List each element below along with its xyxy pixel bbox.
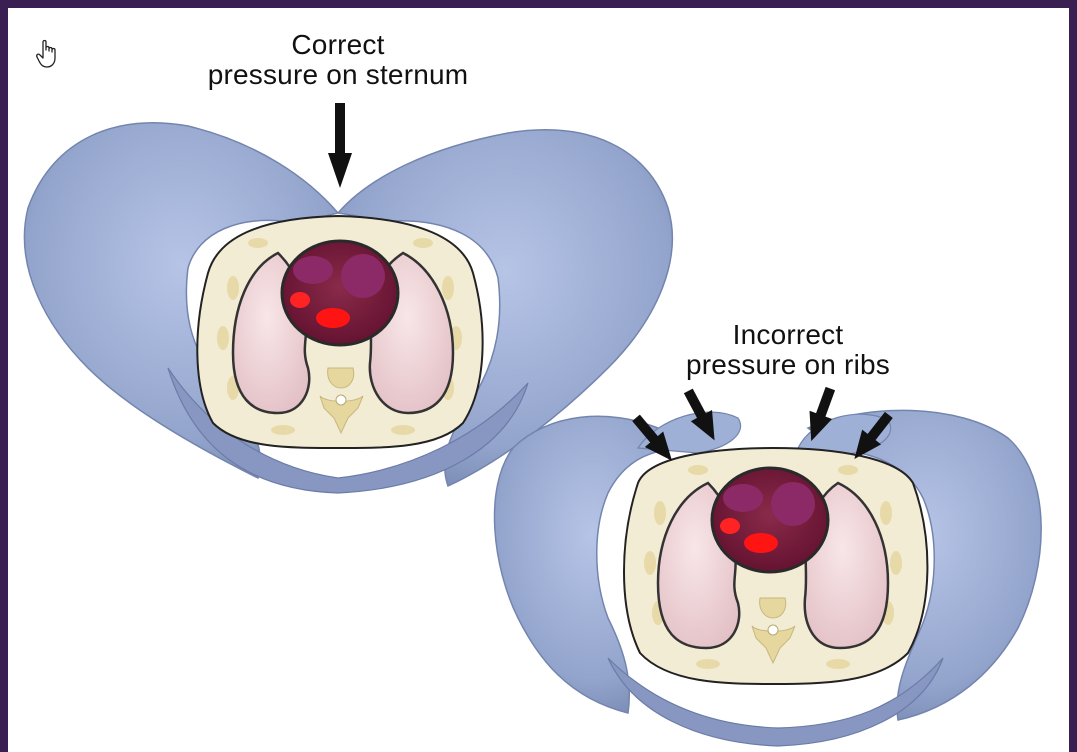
correct-label: Correct pressure on sternum <box>168 30 508 90</box>
incorrect-label-line2: pressure on ribs <box>628 350 948 380</box>
heart <box>712 468 828 572</box>
correct-label-line2: pressure on sternum <box>168 60 508 90</box>
heart <box>282 241 398 345</box>
cpr-hand-placement-diagram <box>8 8 1069 752</box>
sternum-arrow <box>328 103 352 188</box>
diagram-frame: Correct pressure on sternum Incorrect pr… <box>8 8 1069 752</box>
incorrect-label: Incorrect pressure on ribs <box>628 320 948 380</box>
hand-pointer-icon <box>34 38 60 70</box>
incorrect-label-line1: Incorrect <box>628 320 948 350</box>
incorrect-diagram-group <box>494 384 1041 746</box>
correct-label-line1: Correct <box>168 30 508 60</box>
